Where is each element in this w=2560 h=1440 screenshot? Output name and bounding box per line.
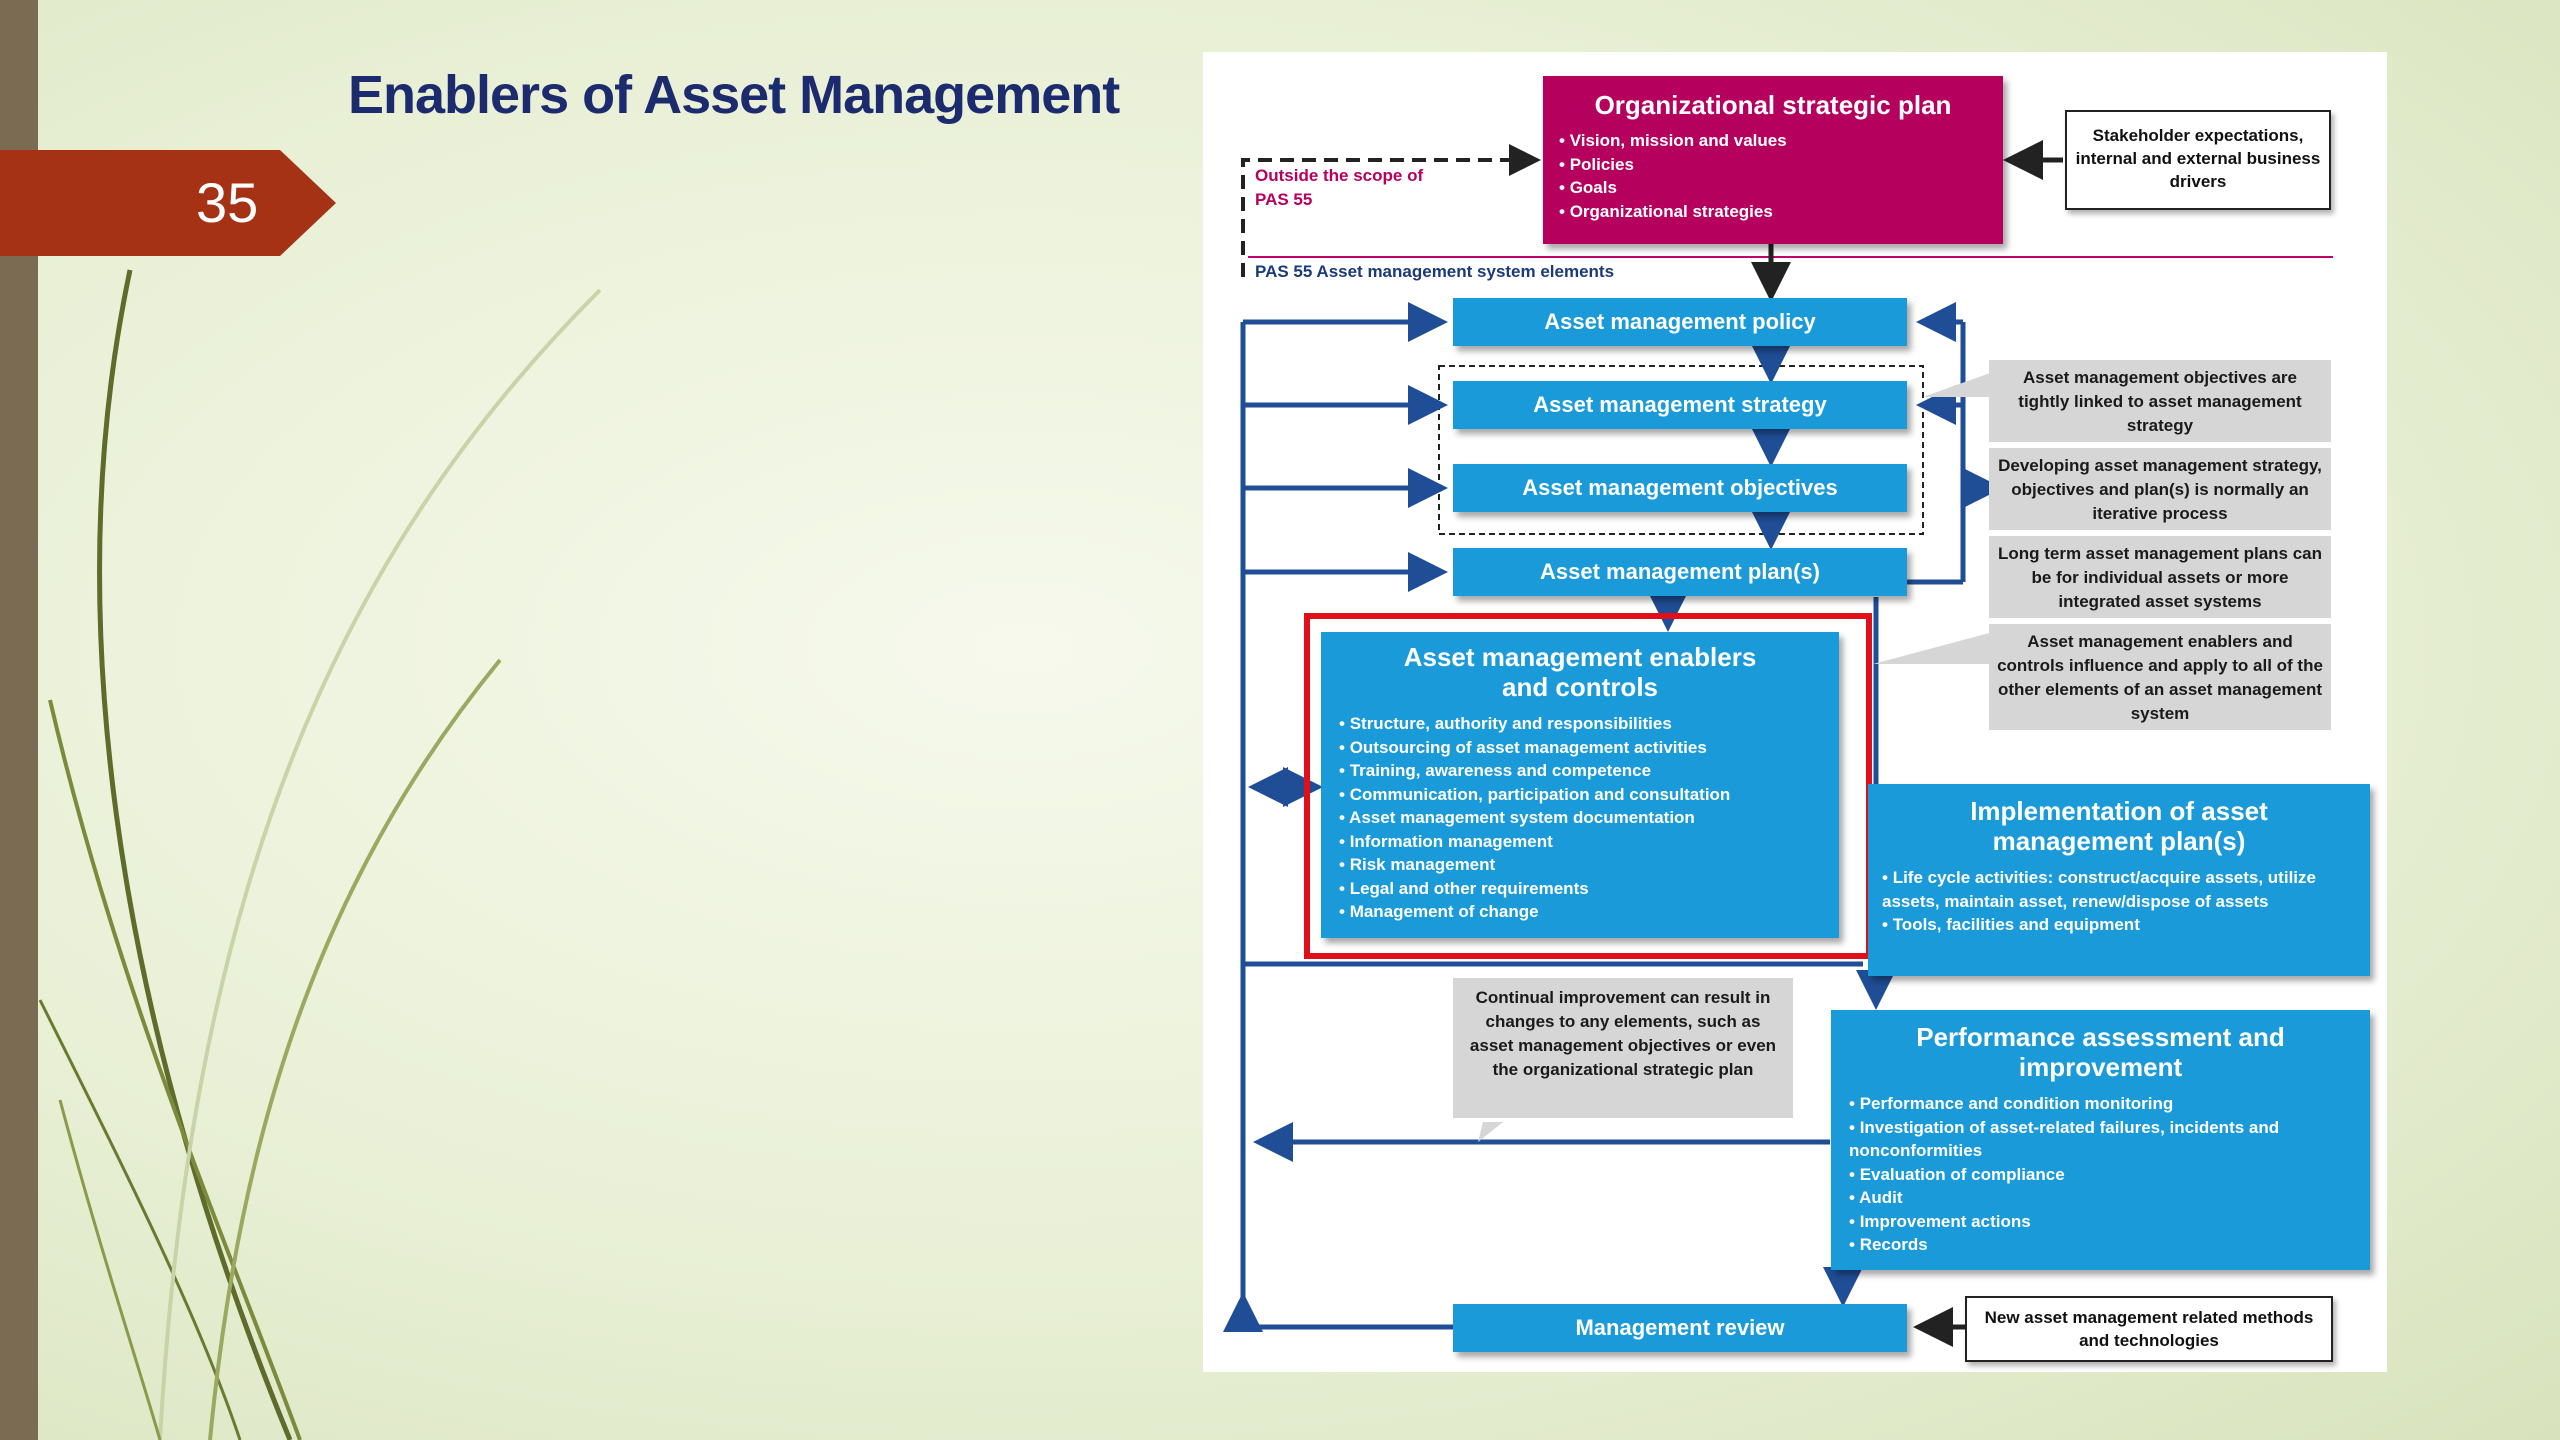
strategic-plan-box: Organizational strategic plan Vision, mi… bbox=[1543, 76, 2003, 244]
implementation-list: Life cycle activities: construct/acquire… bbox=[1882, 866, 2356, 937]
callout-continual-improvement: Continual improvement can result in chan… bbox=[1453, 978, 1793, 1118]
enablers-box: Asset management enablers and controls S… bbox=[1321, 632, 1839, 938]
performance-item: Records bbox=[1849, 1233, 2352, 1257]
implementation-title: Implementation of asset management plan(… bbox=[1970, 796, 2268, 856]
strategic-plan-list: Vision, mission and values Policies Goal… bbox=[1559, 129, 1987, 223]
outside-scope-label: Outside the scope of PAS 55 bbox=[1255, 166, 1424, 209]
enablers-item: Structure, authority and responsibilitie… bbox=[1339, 712, 1821, 736]
enablers-item: Communication, participation and consult… bbox=[1339, 783, 1821, 807]
performance-item: Improvement actions bbox=[1849, 1210, 2352, 1234]
new-methods-box: New asset management related methods and… bbox=[1965, 1296, 2333, 1362]
enablers-item: Information management bbox=[1339, 830, 1821, 854]
strategic-plan-item: Vision, mission and values bbox=[1559, 129, 1987, 153]
stakeholder-box: Stakeholder expectations, internal and e… bbox=[2065, 110, 2331, 210]
enablers-title: Asset management enablers and controls bbox=[1403, 642, 1757, 702]
callout-long-term: Long term asset management plans can be … bbox=[1989, 536, 2331, 618]
strategy-box: Asset management strategy bbox=[1453, 381, 1907, 429]
policy-box: Asset management policy bbox=[1453, 298, 1907, 346]
pas55-diagram: Organizational strategic plan Vision, mi… bbox=[1203, 52, 2387, 1372]
plans-box: Asset management plan(s) bbox=[1453, 548, 1907, 596]
strategic-plan-item: Goals bbox=[1559, 176, 1987, 200]
callout-objectives-linked: Asset management objectives are tightly … bbox=[1989, 360, 2331, 442]
management-review-box: Management review bbox=[1453, 1304, 1907, 1352]
performance-item: Evaluation of compliance bbox=[1849, 1163, 2352, 1187]
performance-item: Investigation of asset-related failures,… bbox=[1849, 1116, 2352, 1163]
enablers-item: Asset management system documentation bbox=[1339, 806, 1821, 830]
slide-number: 35 bbox=[196, 171, 259, 234]
performance-title: Performance assessment and improvement bbox=[1916, 1022, 2285, 1082]
performance-list: Performance and condition monitoring Inv… bbox=[1849, 1092, 2352, 1257]
slide-number-tab: 35 bbox=[0, 150, 336, 256]
slide-title: Enablers of Asset Management bbox=[348, 65, 1120, 125]
objectives-box: Asset management objectives bbox=[1453, 464, 1907, 512]
strategic-plan-title: Organizational strategic plan bbox=[1594, 90, 1952, 120]
implementation-item: Tools, facilities and equipment bbox=[1882, 913, 2356, 937]
implementation-item: Life cycle activities: construct/acquire… bbox=[1882, 866, 2356, 913]
performance-item: Audit bbox=[1849, 1186, 2352, 1210]
enablers-item: Risk management bbox=[1339, 853, 1821, 877]
decorative-swooshes bbox=[38, 269, 602, 1440]
performance-item: Performance and condition monitoring bbox=[1849, 1092, 2352, 1116]
callout-iterative: Developing asset management strategy, ob… bbox=[1989, 448, 2331, 530]
enablers-item: Management of change bbox=[1339, 900, 1821, 924]
enablers-item: Outsourcing of asset management activiti… bbox=[1339, 736, 1821, 760]
strategic-plan-item: Organizational strategies bbox=[1559, 200, 1987, 224]
enablers-list: Structure, authority and responsibilitie… bbox=[1339, 712, 1821, 924]
enablers-item: Training, awareness and competence bbox=[1339, 759, 1821, 783]
callout-enablers-apply: Asset management enablers and controls i… bbox=[1989, 624, 2331, 730]
performance-box: Performance assessment and improvement P… bbox=[1831, 1010, 2370, 1270]
implementation-box: Implementation of asset management plan(… bbox=[1868, 784, 2370, 976]
system-elements-label: PAS 55 Asset management system elements bbox=[1255, 262, 1615, 281]
enablers-item: Legal and other requirements bbox=[1339, 877, 1821, 901]
strategic-plan-item: Policies bbox=[1559, 153, 1987, 177]
